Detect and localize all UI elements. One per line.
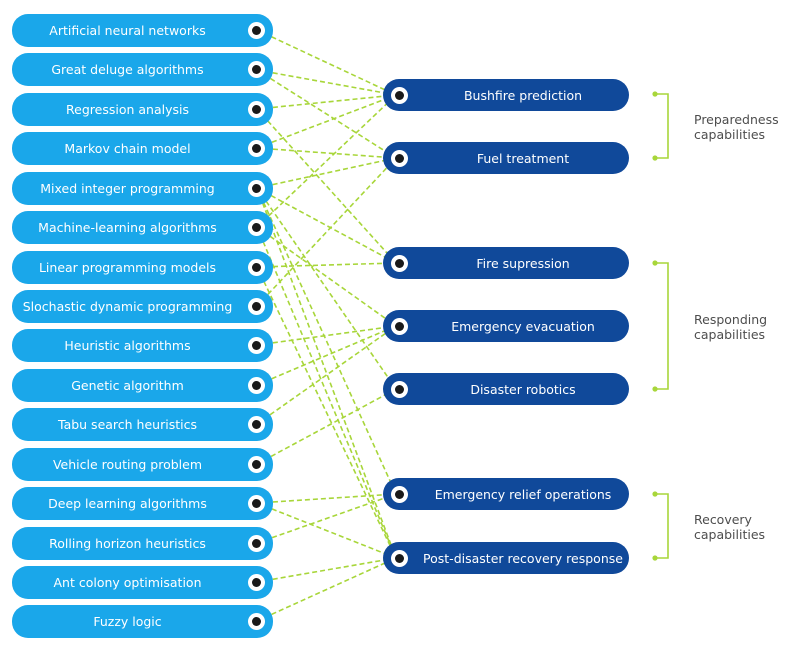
capability-label: Bushfire prediction (463, 87, 583, 103)
capability-pill: Post-disaster recovery response (383, 542, 629, 574)
method-label: Slochastic dynamic programming (22, 299, 233, 314)
method-pill: Rolling horizon heuristics (12, 527, 273, 560)
capability-label: Emergency evacuation (451, 318, 595, 334)
method-pill: Genetic algorithm (12, 369, 273, 402)
connector-dot-icon (391, 149, 408, 167)
capability-pill: Emergency evacuation (383, 310, 629, 342)
method-label: Heuristic algorithms (64, 338, 191, 353)
capability-label: Emergency relief operations (434, 486, 612, 502)
connector-dot-icon (391, 549, 408, 567)
responding-bracket (656, 262, 669, 390)
group-label-line: Recovery (694, 512, 752, 527)
method-pill: Mixed integer programming (12, 172, 273, 205)
capability-pill: Bushfire prediction (383, 79, 629, 111)
bracket-dot-icon (652, 491, 658, 497)
method-pill: Artificial neural networks (12, 14, 273, 47)
connector-dot-icon (248, 495, 265, 512)
connector-dot-icon (391, 254, 408, 272)
method-label: Linear programming models (38, 260, 217, 275)
method-pill: Markov chain model (12, 132, 273, 165)
connector-dot-icon (248, 180, 265, 197)
bracket-dot-icon (652, 260, 658, 266)
group-label-line: capabilities (694, 327, 766, 342)
capability-pill: Fire supression (383, 247, 629, 279)
responding-group-label: Responding capabilities (694, 312, 767, 342)
method-label: Markov chain model (64, 141, 191, 156)
recovery-bracket (656, 493, 669, 559)
group-label-line: capabilities (694, 527, 766, 542)
method-label: Machine-learning algorithms (38, 220, 217, 235)
connector-dot-icon (248, 298, 265, 315)
method-label: Mixed integer programming (40, 181, 215, 196)
recovery-group-label: Recovery capabilities (694, 512, 765, 542)
group-label-line: capabilities (694, 127, 766, 142)
connector-dot-icon (391, 380, 408, 398)
connector-dot-icon (391, 86, 408, 104)
method-pill: Great deluge algorithms (12, 53, 273, 86)
method-label: Great deluge algorithms (51, 62, 204, 77)
bracket-dot-icon (652, 386, 658, 392)
method-pill: Linear programming models (12, 251, 273, 284)
capability-pill: Disaster robotics (383, 373, 629, 405)
method-label: Ant colony optimisation (53, 575, 202, 590)
connector-dot-icon (248, 22, 265, 39)
connector-dot-icon (248, 574, 265, 591)
bracket-dot-icon (652, 155, 658, 161)
connector-dot-icon (391, 485, 408, 503)
connector-dot-icon (248, 101, 265, 118)
connector-dot-icon (248, 140, 265, 157)
method-pill: Tabu search heuristics (12, 408, 273, 441)
connector-dot-icon (248, 259, 265, 276)
bracket-dot-icon (652, 91, 658, 97)
capability-pill: Fuel treatment (383, 142, 629, 174)
bracket-dot-icon (652, 555, 658, 561)
connector-dot-icon (248, 219, 265, 236)
capability-label: Disaster robotics (470, 381, 576, 397)
method-pill: Slochastic dynamic programming (12, 290, 273, 323)
connector-dot-icon (248, 535, 265, 552)
method-pill: Ant colony optimisation (12, 566, 273, 599)
group-label-line: Responding (694, 312, 768, 327)
method-label: Artificial neural networks (49, 23, 206, 38)
connector-dot-icon (391, 317, 408, 335)
method-pill: Deep learning algorithms (12, 487, 273, 520)
method-pill: Heuristic algorithms (12, 329, 273, 362)
group-label-line: Preparedness (694, 112, 779, 127)
method-pill: Vehicle routing problem (12, 448, 273, 481)
capability-label: Fire supression (476, 255, 570, 271)
method-label: Genetic algorithm (71, 378, 184, 393)
connector-dot-icon (248, 337, 265, 354)
method-pill: Regression analysis (12, 93, 273, 126)
method-label: Fuzzy logic (93, 614, 162, 629)
method-label: Regression analysis (66, 102, 189, 117)
connector-dot-icon (248, 377, 265, 394)
connector-dot-icon (248, 613, 265, 630)
method-label: Vehicle routing problem (52, 457, 203, 472)
preparedness-group-label: Preparedness capabilities (694, 112, 779, 142)
method-pill: Machine-learning algorithms (12, 211, 273, 244)
capability-label: Post-disaster recovery response (423, 550, 623, 566)
capability-label: Fuel treatment (476, 150, 570, 166)
method-label: Tabu search heuristics (58, 417, 197, 432)
connector-dot-icon (248, 416, 265, 433)
method-label: Deep learning algorithms (48, 496, 207, 511)
method-pill: Fuzzy logic (12, 605, 273, 638)
preparedness-bracket (656, 93, 669, 159)
capability-pill: Emergency relief operations (383, 478, 629, 510)
connector-dot-icon (248, 456, 265, 473)
connector-dot-icon (248, 61, 265, 78)
method-label: Rolling horizon heuristics (49, 536, 206, 551)
